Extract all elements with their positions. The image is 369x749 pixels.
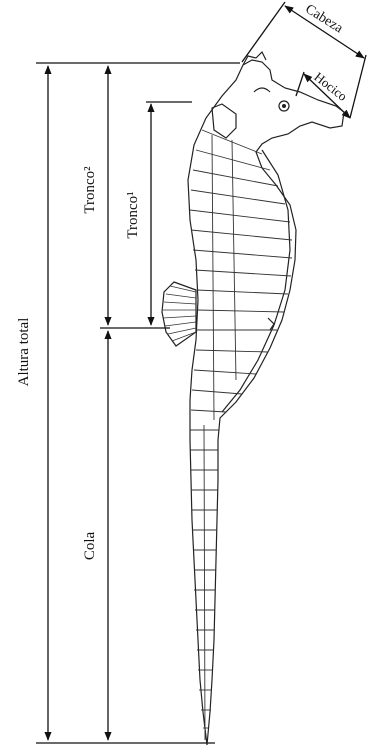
dorsal-fin-rays (163, 286, 196, 341)
head-bracket-right (350, 55, 366, 118)
tail-label: Cola (82, 531, 98, 560)
seahorse-dorsal-fin (162, 282, 196, 346)
head-bracket-left (242, 2, 285, 62)
seahorse-pupil (282, 104, 286, 108)
trunk2-label: Tronco² (82, 166, 98, 214)
seahorse-pectoral-fin (212, 104, 236, 138)
total-height-label: Altura total (16, 318, 32, 387)
seahorse-body-outline (188, 60, 344, 745)
seahorse-gill-mark (254, 88, 270, 92)
seahorse-tail-rings (190, 425, 219, 740)
seahorse-illustration (162, 52, 344, 745)
trunk1-label: Tronco¹ (125, 191, 141, 238)
